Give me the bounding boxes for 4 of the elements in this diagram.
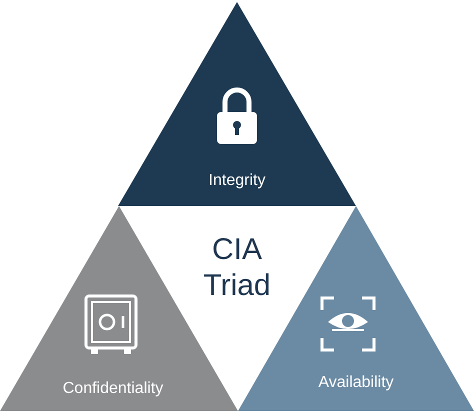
triangle-label: Integrity [208,172,266,190]
center-title: CIA Triad [202,232,272,304]
triangle-label: Confidentiality [62,380,164,398]
triangle-label: Availability [318,374,394,392]
